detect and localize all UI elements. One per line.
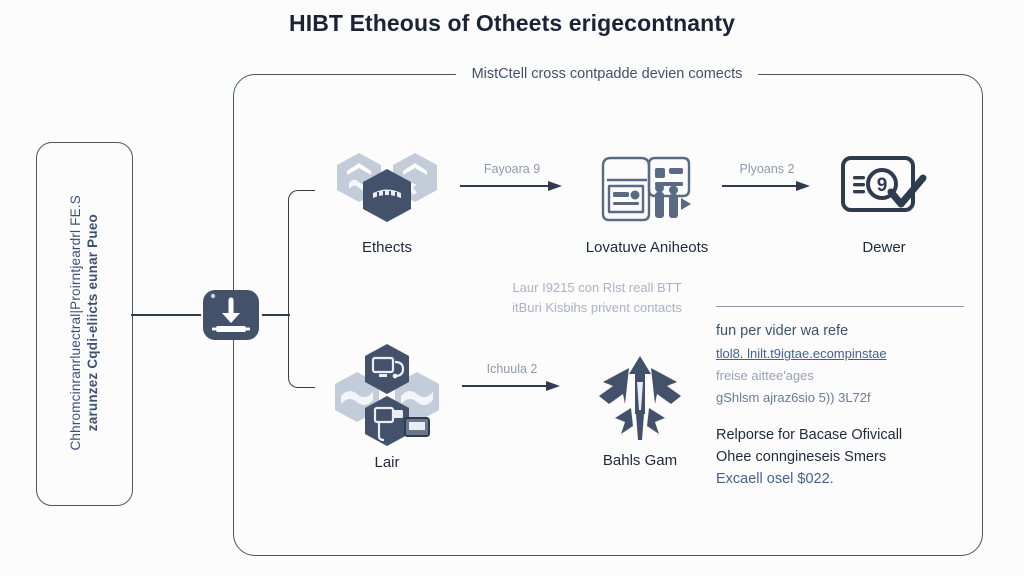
arrow-2: Plyoans 2 [722, 162, 812, 192]
right-panel: fun per vider wa refe tlol8. lnilt.t9igt… [716, 306, 968, 491]
connector-panel-hub [131, 314, 201, 316]
node-lovatuve-aniheots[interactable]: Lovatuve Aniheots [572, 145, 722, 256]
right-panel-body-line-3: Excaell osel $022. [716, 470, 834, 487]
side-panel-frame [36, 142, 133, 506]
side-panel: Chhromcinranrluectral|Proirntjeardrl FE.… [36, 142, 131, 504]
node-dewer[interactable]: 9 Dewer [824, 145, 944, 256]
arrow-3: Ichuula 2 [462, 362, 562, 392]
right-panel-body-line-2: Ohee conngineseis Smers [716, 449, 887, 466]
arrow-3-label: Ichuula 2 [486, 362, 538, 376]
connector-hub-bracket [262, 314, 290, 316]
node-ethects[interactable]: Ethects [322, 145, 452, 256]
right-panel-heading: fun per vider wa refe [716, 323, 849, 340]
mid-note: Laur I9215 con Rlst reall BTT itBuri Kis… [472, 278, 722, 318]
machine-rack-icon [589, 145, 705, 231]
node-label-dewer: Dewer [862, 239, 906, 256]
node-lair[interactable]: Lair [322, 342, 452, 471]
hexagon-cluster-icon [323, 145, 451, 231]
arrow-1-label: Fayoara 9 [483, 162, 541, 176]
right-panel-link[interactable]: tlol8. lnilt.t9igtae.ecompinstae [716, 346, 887, 362]
right-panel-body: Relporse for Bacase Ofivicall Ohee conng… [716, 425, 968, 490]
node-label-lair: Lair [374, 454, 400, 471]
arrow-burst-icon [585, 352, 695, 444]
side-panel-line-2: zarunzez Cqdi-eliicts eunar Pueo [84, 214, 100, 432]
document-check-icon: 9 [831, 145, 937, 231]
arrow-1: Fayoara 9 [460, 162, 564, 192]
mid-note-line-2: itBuri Kisbihs privent contacts [512, 300, 682, 316]
side-panel-line-1: Chhromcinranrluectral|Proirntjeardrl FE.… [67, 195, 83, 451]
arrow-2-label: Plyoans 2 [739, 162, 795, 176]
svg-text:9: 9 [877, 175, 888, 196]
page-title: HIBT Etheous of Otheets erigecontnanty [289, 10, 735, 36]
branch-bracket [288, 190, 315, 388]
node-bahls-gam[interactable]: Bahls Gam [570, 352, 710, 469]
right-panel-body-line-1: Relporse for Bacase Ofivicall [716, 427, 903, 444]
node-label-ethects: Ethects [361, 239, 413, 256]
import-download-icon[interactable] [200, 288, 262, 342]
node-label-lovatuve-aniheots: Lovatuve Aniheots [585, 239, 709, 256]
node-label-bahls-gam: Bahls Gam [602, 452, 678, 469]
mid-note-line-1: Laur I9215 con Rlst reall BTT [512, 280, 682, 295]
hexagon-devices-icon [323, 342, 451, 446]
right-panel-subtext: freise aittee'ages [716, 368, 814, 384]
right-panel-meta: gShlsm ajraz6sio 5)) 3L72f [716, 390, 871, 406]
right-panel-divider [716, 306, 964, 308]
